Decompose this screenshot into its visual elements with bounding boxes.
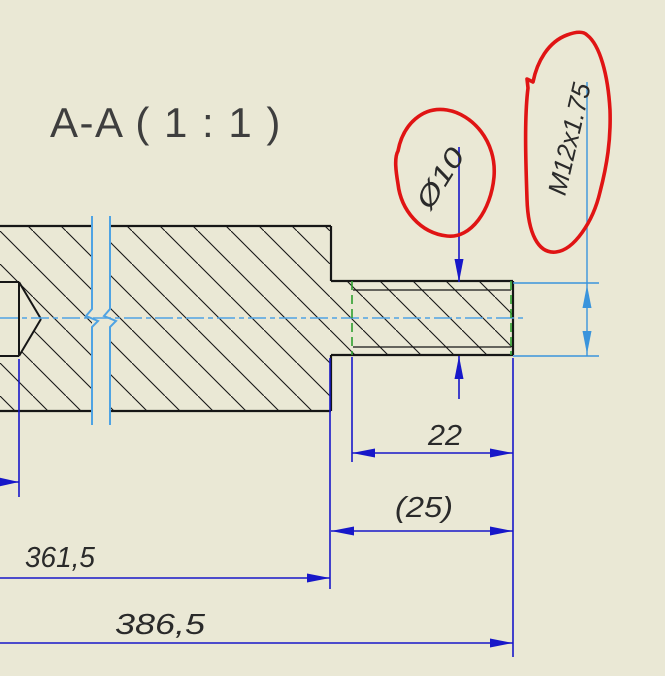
- arrow-offscreen-dim: [0, 477, 19, 487]
- thread-dimension[interactable]: [513, 82, 599, 357]
- red-circle-thread-m12: [523, 30, 612, 254]
- arrow-thread-bottom: [582, 331, 592, 354]
- dim-text-22[interactable]: 22: [427, 420, 462, 452]
- arrow-dia10-bottom: [454, 356, 464, 379]
- dim-text-25[interactable]: (25): [395, 492, 453, 524]
- arrow-dia10-top: [454, 259, 464, 282]
- red-review-marks: [393, 30, 612, 254]
- break-line-right: [102, 216, 118, 425]
- dim-text-386-5[interactable]: 386,5: [115, 609, 206, 641]
- linear-dimensions[interactable]: [0, 147, 514, 657]
- dim-text-361-5[interactable]: 361,5: [25, 542, 96, 574]
- break-line-left: [84, 216, 100, 425]
- arrow-25-left: [331, 526, 354, 536]
- arrow-386-5-right: [490, 638, 513, 648]
- thread-extent-marks: [351, 281, 512, 355]
- arrow-361-5-right: [307, 573, 330, 583]
- arrow-22-left: [352, 448, 375, 458]
- view-title: A-A ( 1 : 1 ): [50, 99, 282, 146]
- centerline-group: [0, 216, 527, 425]
- center-hole-void: [0, 282, 41, 356]
- arrow-25-right: [490, 526, 513, 536]
- arrow-22-right: [490, 448, 513, 458]
- thread-minor-lines[interactable]: [353, 289, 511, 348]
- red-circle-diameter-10: [393, 107, 496, 238]
- center-hole-outline[interactable]: [0, 281, 42, 357]
- arrow-thread-top: [582, 285, 592, 308]
